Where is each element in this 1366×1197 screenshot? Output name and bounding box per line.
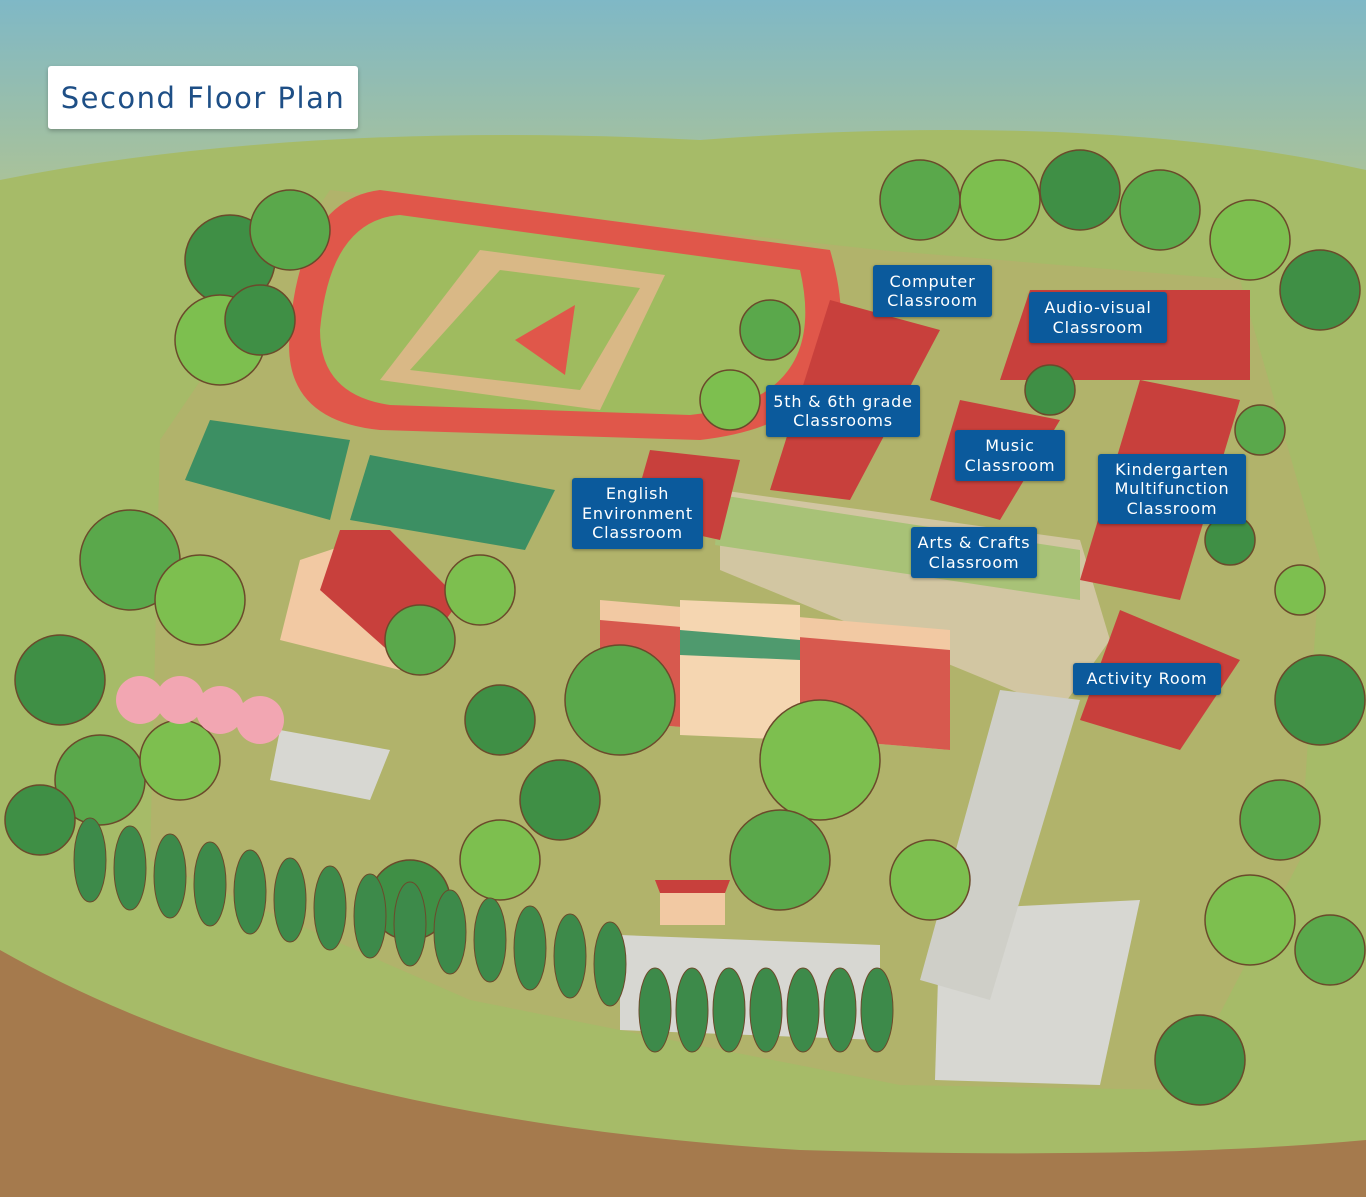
tree [464,684,536,756]
tree [1294,914,1366,986]
cypress-tree [433,889,467,975]
page-title: Second Floor Plan [48,66,358,129]
earth-edge [0,950,1366,1197]
tree [1274,564,1326,616]
tree [224,284,296,356]
tree [444,554,516,626]
cherry-tree [116,676,164,724]
tree [1039,149,1121,231]
cypress-tree [638,967,672,1053]
cypress-tree [353,873,387,959]
cypress-tree [749,967,783,1053]
room-label-audio-visual[interactable]: Audio-visual Classroom [1029,292,1167,343]
tree [739,299,801,361]
cypress-tree [593,921,627,1007]
cypress-tree [313,865,347,951]
tree [1024,364,1076,416]
room-label-kindergarten[interactable]: Kindergarten Multifunction Classroom [1098,454,1246,524]
tree [1239,779,1321,861]
tree [1209,199,1291,281]
basketball-court-2 [350,455,555,550]
tree [1154,1014,1246,1106]
cypress-tree [553,913,587,999]
basketball-court-1 [185,420,350,520]
cherry-tree [196,686,244,734]
tree [959,159,1041,241]
cypress-tree [193,841,227,927]
cypress-tree [273,857,307,943]
tree [759,699,881,821]
cypress-tree [860,967,894,1053]
cypress-tree [233,849,267,935]
cherry-tree [236,696,284,744]
guard-house [660,885,725,925]
cypress-tree [823,967,857,1053]
tree [1234,404,1286,456]
cypress-tree [786,967,820,1053]
room-label-grade-5-6[interactable]: 5th & 6th grade Classrooms [766,385,920,437]
cypress-tree [113,825,147,911]
tree [1204,874,1296,966]
room-label-music[interactable]: Music Classroom [955,430,1065,481]
cypress-tree [153,833,187,919]
tree [4,784,76,856]
tree [889,839,971,921]
tree [1279,249,1361,331]
tree [154,554,246,646]
cypress-tree [513,905,547,991]
room-label-computer[interactable]: Computer Classroom [873,265,992,317]
cypress-tree [712,967,746,1053]
tree [1119,169,1201,251]
tree [1274,654,1366,746]
cypress-tree [473,897,507,983]
tree [729,809,831,911]
tree [699,369,761,431]
tree [564,644,676,756]
room-label-english[interactable]: English Environment Classroom [572,478,703,549]
room-label-activity[interactable]: Activity Room [1073,663,1221,695]
cypress-tree [393,881,427,967]
cypress-tree [675,967,709,1053]
cypress-tree [73,817,107,903]
tree [139,719,221,801]
tree [384,604,456,676]
tree [519,759,601,841]
tree [879,159,961,241]
tree [14,634,106,726]
trees [4,149,1366,1106]
room-label-arts-crafts[interactable]: Arts & Crafts Classroom [911,527,1037,578]
tree [459,819,541,901]
tree [249,189,331,271]
cherry-tree [156,676,204,724]
walkway [920,690,1080,1000]
